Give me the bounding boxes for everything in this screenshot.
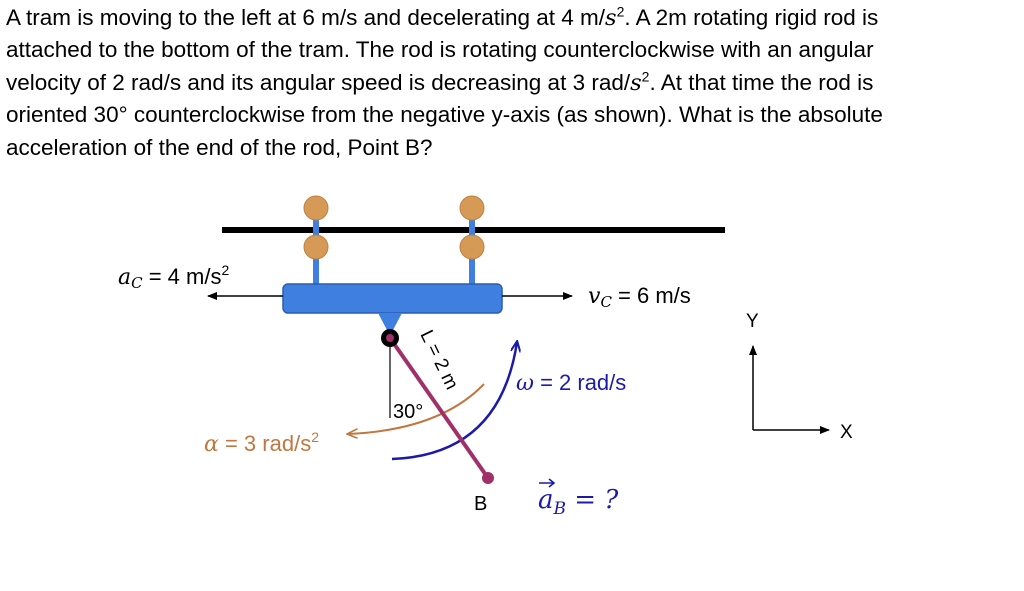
problem-line-4: oriented 30° counterclockwise from the n… [6, 102, 883, 128]
point-b-dot [482, 472, 494, 484]
omega-arc [391, 342, 517, 461]
wheel-left-bottom [303, 234, 329, 260]
problem-statement: A tram is moving to the left at 6 m/s an… [6, 2, 1016, 164]
pivot-dot [386, 334, 394, 342]
tram-body [282, 283, 503, 314]
problem-line-3: velocity of 2 rad/s and its angular spee… [6, 68, 874, 96]
angle-label: 30° [393, 401, 423, 423]
ac-label: aC = 4 m/s2 [118, 262, 229, 292]
vc-label: vC = 6 m/s [588, 283, 691, 311]
ab-vector-arrow [539, 478, 556, 488]
wheel-right-bottom [459, 234, 485, 260]
omega-label: ω = 2 rad/s [516, 370, 626, 396]
x-axis-label: X [840, 422, 853, 443]
problem-line-1: A tram is moving to the left at 6 m/s an… [6, 3, 879, 32]
wheel-right-top [459, 195, 485, 221]
alpha-label: α = 3 rad/s2 [204, 429, 319, 457]
wheel-left-top [303, 195, 329, 221]
problem-line-5: acceleration of the end of the rod, Poin… [6, 134, 433, 160]
problem-line-2: attached to the bottom of the tram. The … [6, 37, 874, 63]
rod [388, 336, 490, 480]
point-b-label: B [474, 493, 487, 515]
alpha-arc [348, 383, 485, 434]
ab-question-label: aB = ? [538, 485, 619, 519]
y-axis-label: Y [746, 311, 759, 332]
rod-mount [378, 313, 402, 330]
